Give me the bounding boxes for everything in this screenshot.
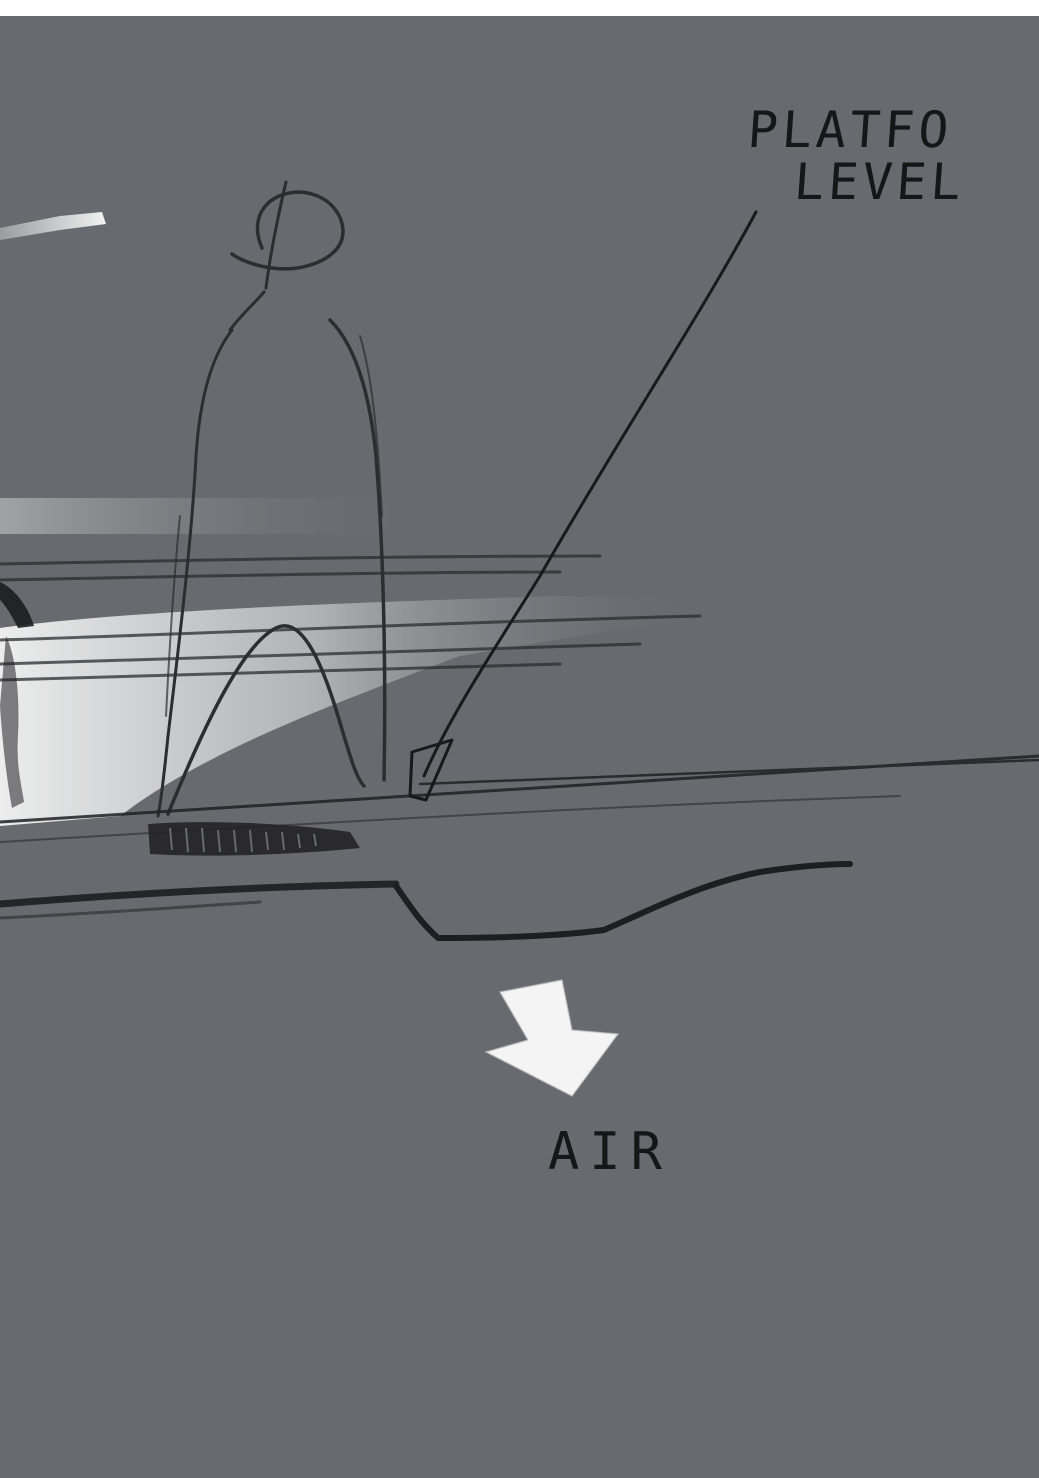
top-margin xyxy=(0,0,1039,16)
platform-level-label: PLATFO LEVEL xyxy=(742,104,970,208)
sketch-canvas: PLATFO LEVEL AIR xyxy=(0,16,1039,1478)
train-body xyxy=(0,596,700,826)
air-label: AIR xyxy=(548,1124,672,1180)
down-arrow-icon xyxy=(486,980,618,1096)
window-band xyxy=(0,498,420,534)
platform-label-line2: LEVEL xyxy=(742,156,966,208)
light-streak xyxy=(0,212,106,240)
platform-sketch xyxy=(0,16,1039,1478)
feet-shadow xyxy=(148,822,360,856)
leader-line xyxy=(410,212,756,800)
platform-label-line1: PLATFO xyxy=(746,104,970,156)
